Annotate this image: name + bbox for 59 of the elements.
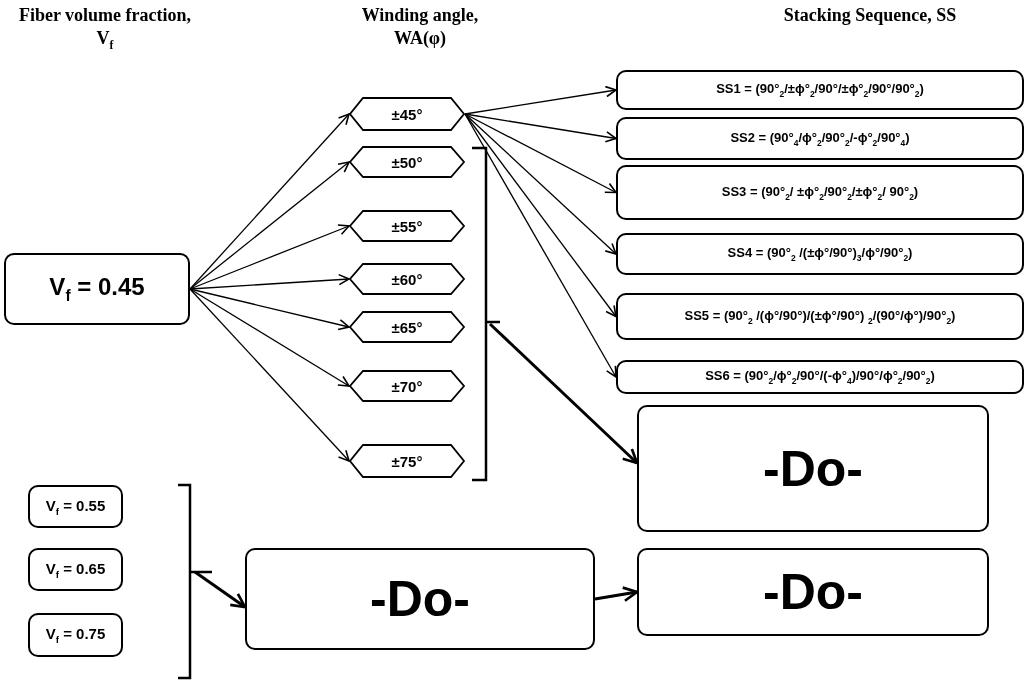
- angle-text: ±65°: [391, 318, 423, 336]
- arrow: [189, 113, 350, 290]
- arrow: [464, 113, 617, 255]
- box-text: -Do-: [370, 570, 470, 628]
- hexagon-node: [349, 311, 465, 343]
- arrow: [594, 586, 639, 603]
- box-text: V$_{f}$ = 0.65: [45, 559, 106, 580]
- column-heading: Winding angle, WA(φ): [360, 4, 480, 51]
- angle-text: ±60°: [391, 270, 423, 288]
- box-text: SS6 = (90°$_{2}$/ϕ°$_{2}$/90°/(-ϕ°$_{4}$)/90°/ϕ°$_{2}$/90°$_{2}$): [705, 368, 935, 386]
- column-heading: Stacking Sequence, SS: [782, 4, 958, 27]
- process-box: [616, 233, 1024, 275]
- process-box: [245, 548, 595, 650]
- arrow: [464, 85, 617, 115]
- angle-text: ±70°: [391, 377, 423, 395]
- angle-text: ±50°: [391, 153, 423, 171]
- arrow: [488, 322, 639, 465]
- process-box: [637, 548, 989, 636]
- box-text: SS2 = (90°$_{4}$/ϕ°$_{2}$/90°$_{2}$/-ϕ°$_{2}$/90°$_{4}$): [730, 129, 910, 148]
- arrow: [189, 161, 350, 290]
- box-text: SS3 = (90°$_{2}$/ ±ϕ°$_{2}$/90°$_{2}$/±ϕ°$_{2}$/ 90°$_{2}$): [721, 183, 919, 202]
- arrow: [194, 570, 247, 609]
- process-box: [616, 117, 1024, 160]
- angle-text: ±45°: [391, 105, 423, 123]
- process-box: [637, 405, 989, 532]
- box-text: -Do-: [763, 439, 863, 498]
- box-text: -Do-: [763, 563, 863, 621]
- hexagon-node: [349, 263, 465, 295]
- arrow: [189, 224, 350, 290]
- process-box: [28, 613, 123, 657]
- arrow: [464, 113, 617, 143]
- box-text: SS1 = (90°$_{2}$/±ϕ°$_{2}$/90°/±ϕ°$_{2}$/90°/90°$_{2}$): [716, 81, 924, 99]
- arrow: [189, 288, 350, 462]
- box-text: V$_{f}$ = 0.45: [49, 273, 145, 305]
- process-box: [28, 548, 123, 591]
- column-heading: Fiber volume fraction, V$_{f}$: [17, 4, 193, 54]
- arrow: [189, 273, 350, 290]
- box-text: SS4 = (90°$_{2}$ /(±ϕ°/90°)$_{3}$/ϕ°/90°$_{2}$): [727, 245, 913, 263]
- box-text: V$_{f}$ = 0.55: [45, 496, 106, 517]
- hexagon-node: [349, 444, 465, 478]
- box-text: SS5 = (90°$_{2}$ /(ϕ°/90°)/(±ϕ°/90°) $_{2}$/(90°/ϕ°)/90°$_{2}$): [684, 307, 956, 326]
- box-text: V$_{f}$ = 0.75: [45, 625, 106, 645]
- arrow: [464, 113, 617, 378]
- hexagon-node: [349, 97, 465, 131]
- angle-text: ±75°: [391, 452, 423, 470]
- process-box: [4, 253, 190, 325]
- arrow: [189, 288, 350, 331]
- process-box: [616, 293, 1024, 340]
- process-box: [616, 70, 1024, 110]
- hexagon-node: [349, 146, 465, 178]
- hexagon-node: [349, 210, 465, 242]
- process-box: [616, 360, 1024, 394]
- hexagon-node: [349, 370, 465, 402]
- process-box: [28, 485, 123, 528]
- process-box: [616, 165, 1024, 220]
- arrow: [464, 113, 617, 318]
- arrow: [189, 288, 350, 387]
- arrow: [464, 113, 617, 194]
- angle-text: ±55°: [391, 217, 423, 235]
